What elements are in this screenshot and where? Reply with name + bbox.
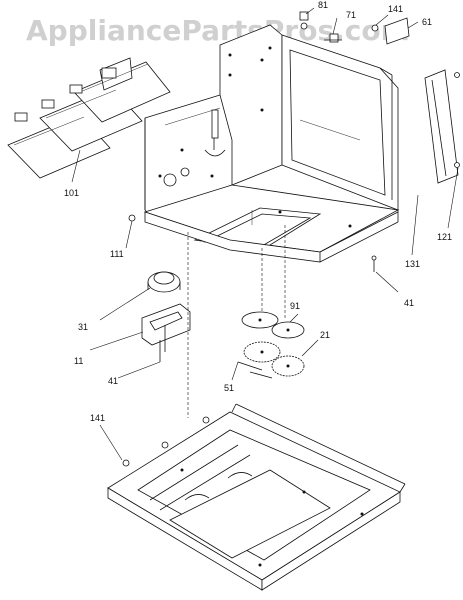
- watermark: AppliancePartsPros.com: [26, 14, 410, 47]
- part-51-screws: [231, 361, 273, 381]
- callout-51: 51: [224, 383, 234, 393]
- callout-61: 61: [422, 17, 432, 27]
- callout-101: 101: [64, 188, 79, 198]
- callout-41-left: 41: [108, 376, 118, 386]
- callout-41-right: 41: [404, 298, 414, 308]
- callout-81: 81: [318, 0, 328, 10]
- callout-31: 31: [78, 322, 88, 332]
- callout-141-bottom: 141: [90, 413, 105, 423]
- callout-131: 131: [405, 259, 420, 269]
- callout-11: 11: [74, 356, 83, 366]
- top-right-hardware: [299, 7, 419, 45]
- callout-91: 91: [290, 301, 300, 311]
- callout-71: 71: [346, 10, 356, 20]
- callout-labels: 81 71 141 61 101 111 121 131 41 31 11 41…: [64, 0, 452, 423]
- part-11-bracket: [89, 303, 191, 379]
- part-101-panels: [7, 57, 171, 183]
- callout-21: 21: [320, 330, 330, 340]
- callout-141: 141: [388, 4, 403, 14]
- base-pan: [99, 403, 406, 591]
- part-31-motor: [99, 271, 181, 321]
- part-111-screw: [125, 214, 136, 249]
- part-41-pin-right: [371, 255, 399, 293]
- callout-111: 111: [110, 249, 124, 259]
- callout-121: 121: [437, 232, 452, 242]
- part-91-21-gears: [241, 311, 319, 377]
- part-131-side-panel: [411, 69, 460, 256]
- main-chassis: [143, 24, 400, 263]
